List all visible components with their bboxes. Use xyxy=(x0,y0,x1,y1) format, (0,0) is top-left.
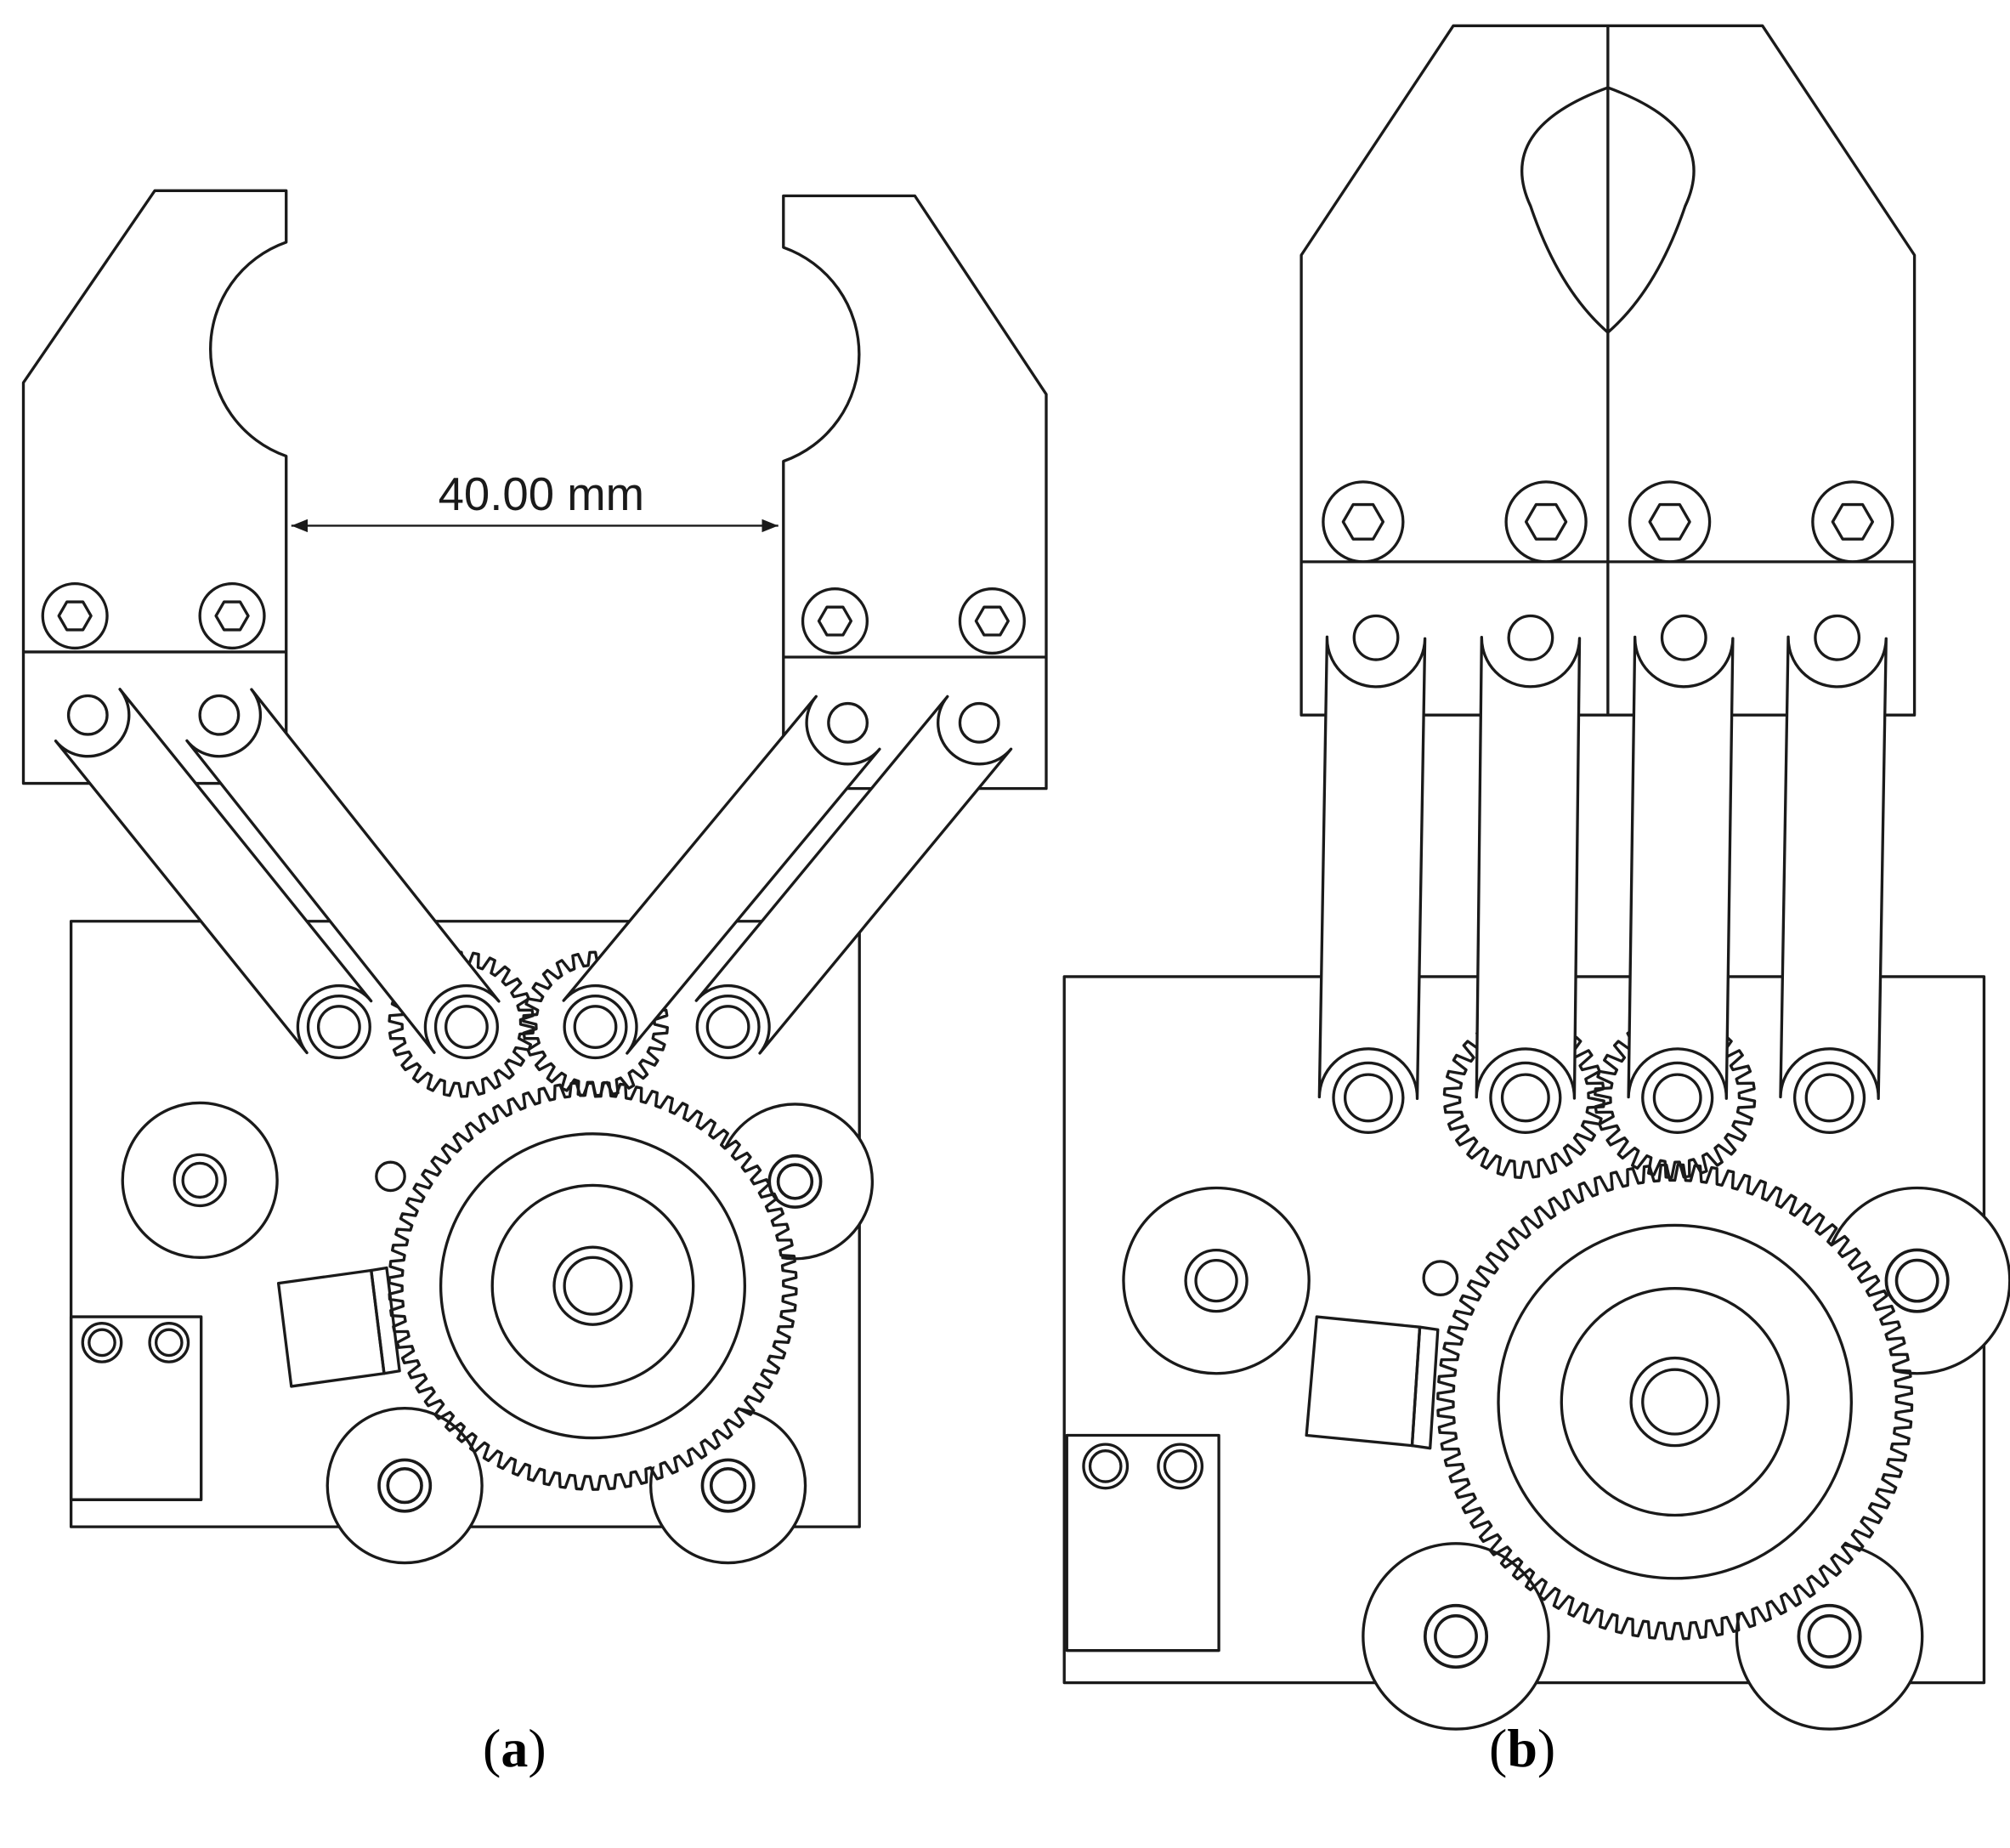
link-b-1 xyxy=(1317,635,1427,1101)
motor-block-b xyxy=(1305,1315,1422,1448)
jaw-bolt-0 xyxy=(41,581,109,650)
wheel-bearing-top-2 xyxy=(700,1458,756,1513)
link-b-3 xyxy=(1627,635,1735,1100)
jaw-bolt-b-3-hex xyxy=(1831,502,1875,541)
wheel-left-b-axle xyxy=(1194,1258,1238,1303)
wheel-axle-top-b-1 xyxy=(1434,1614,1478,1658)
small-gear-left xyxy=(388,950,535,1098)
wheel-left-b-bearing xyxy=(1184,1248,1248,1313)
link-b-bottom-pivot-3-inner xyxy=(1804,1073,1854,1123)
wheel-bearing-top-1 xyxy=(377,1458,433,1513)
battery-hole-b-0-inner xyxy=(1088,1449,1123,1483)
link-b-4 xyxy=(1779,635,1888,1101)
jaw-bolt-1-hex xyxy=(214,600,250,632)
motor-block xyxy=(276,1268,386,1388)
wheel-axle-top-b-0 xyxy=(1894,1258,1939,1303)
main-gear-bore xyxy=(563,1256,623,1316)
link-b-top-pivot-1 xyxy=(1507,614,1554,661)
link-b-top-pivot-3 xyxy=(1814,614,1861,661)
link-top-pivot-1 xyxy=(198,694,241,736)
link-left-inner xyxy=(185,688,501,1054)
left-jaw xyxy=(21,189,288,785)
panel-b-parts xyxy=(1082,480,1894,1490)
main-gear-hub-b xyxy=(1560,1287,1790,1517)
jaw-bolt-3-hex xyxy=(974,605,1010,637)
link-right-inner xyxy=(562,694,881,1055)
main-gear-fill xyxy=(402,1095,784,1477)
link-bottom-pivot-1-inner xyxy=(444,1005,489,1049)
link-top-pivot-2 xyxy=(827,701,869,744)
panel-a-parts xyxy=(41,581,1026,1363)
panel-b-closed-gripper xyxy=(1062,24,2010,1731)
motor-block-face-b xyxy=(1410,1325,1440,1450)
closed-jaws-outline xyxy=(1299,24,1917,717)
main-gear-rim-b xyxy=(1497,1223,1853,1580)
link-top-pivot-0 xyxy=(66,694,109,736)
battery-hole-0-inner xyxy=(88,1328,116,1358)
jaw-bolt-2 xyxy=(801,587,869,655)
main-gear-shaft xyxy=(552,1245,633,1326)
wheel-bottom-left-b xyxy=(1362,1542,1550,1731)
link-left-outer xyxy=(54,688,373,1055)
main-gear-shaft-b xyxy=(1629,1356,1720,1448)
wheel-axle-top-1 xyxy=(386,1467,423,1505)
jaw-bolt-2-hex xyxy=(817,605,853,637)
main-gear-rim xyxy=(439,1132,746,1440)
main-gear-fill-b xyxy=(1452,1180,1897,1624)
panel-a-open-gripper: 40.00 mm xyxy=(21,189,1048,1565)
link-b-bottom-pivot-2-inner xyxy=(1652,1073,1702,1123)
jaw-bolt-b-3 xyxy=(1811,480,1894,564)
jaw-bolt-b-2-hex xyxy=(1648,502,1691,541)
jaw-bolt-b-0 xyxy=(1322,480,1405,564)
jaw-bolt-3 xyxy=(958,587,1026,655)
jaw-lens-opening xyxy=(1520,86,1696,334)
jaw-bolt-b-2 xyxy=(1628,480,1712,564)
wheel-axle-top-0 xyxy=(777,1163,813,1200)
battery-hole-1-inner xyxy=(154,1328,184,1358)
wheel-bearing-top-b-0 xyxy=(1884,1248,1950,1313)
jaw-bolt-b-1 xyxy=(1504,480,1588,564)
wheel-left-axle xyxy=(181,1161,218,1199)
wheel-bottom-left xyxy=(326,1407,484,1565)
wheel-bearing-top-b-2 xyxy=(1797,1603,1862,1669)
main-gear-b xyxy=(1436,1163,1914,1641)
jaw-bolt-b-0-hex xyxy=(1341,502,1385,541)
wheel-axle-top-b-2 xyxy=(1807,1614,1852,1658)
panel-b-gears xyxy=(1122,1016,2010,1731)
main-gear-hub xyxy=(490,1183,695,1388)
wheel-left xyxy=(121,1101,279,1260)
link-b-bottom-pivot-0-inner xyxy=(1343,1073,1393,1123)
battery-hole-b-1-inner xyxy=(1163,1449,1198,1483)
panel-b-caption: (b) xyxy=(1489,1718,1556,1778)
jaw-bolt-b-1-hex xyxy=(1524,502,1568,541)
jaw-bolt-0-hex xyxy=(57,600,93,632)
wheel-bearing-top-0 xyxy=(767,1154,823,1209)
main-gear-bore-b xyxy=(1641,1368,1709,1436)
link-b-top-pivot-2 xyxy=(1660,614,1707,661)
wheel-left-bearing xyxy=(173,1153,227,1208)
panel-a-gears xyxy=(121,950,875,1565)
link-b-top-pivot-0 xyxy=(1352,614,1400,661)
link-bottom-pivot-3-inner xyxy=(705,1005,750,1049)
wheel-bearing-top-b-1 xyxy=(1423,1603,1489,1669)
motor-block-face xyxy=(370,1266,401,1375)
pin-hole xyxy=(375,1160,406,1193)
main-gear xyxy=(388,1080,798,1491)
link-right-outer xyxy=(694,694,1013,1055)
dimension-label: 40.00 mm xyxy=(439,468,645,520)
link-bottom-pivot-0-inner xyxy=(316,1005,361,1049)
wheel-left-b xyxy=(1122,1186,1311,1375)
panel-a-caption: (a) xyxy=(483,1718,546,1778)
link-top-pivot-3 xyxy=(958,701,1000,744)
wheel-axle-top-2 xyxy=(710,1467,746,1505)
link-b-bottom-pivot-1-inner xyxy=(1500,1073,1550,1123)
right-jaw xyxy=(782,194,1048,791)
link-b-2 xyxy=(1475,635,1582,1100)
pin-hole-b xyxy=(1422,1260,1459,1296)
jaw-bolt-1 xyxy=(198,581,266,650)
link-bottom-pivot-2-inner xyxy=(573,1005,618,1049)
